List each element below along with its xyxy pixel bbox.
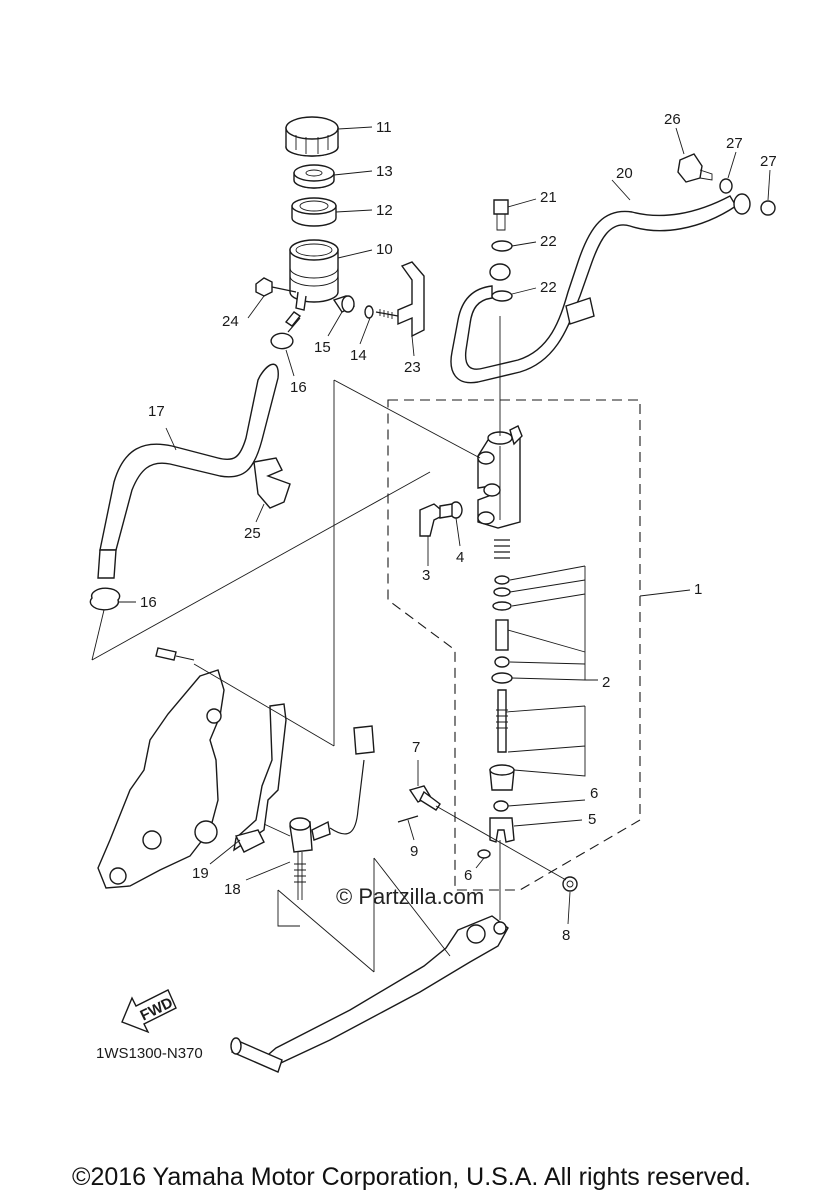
label-8: 8 [562, 927, 570, 944]
hose-holder [253, 457, 291, 509]
union-bolt [439, 501, 463, 519]
copyright-footer: ©2016 Yamaha Motor Corporation, U.S.A. A… [72, 1163, 751, 1191]
label-20: 20 [616, 165, 633, 182]
alignment-lines [91, 316, 567, 973]
label-16-lower: 16 [140, 594, 157, 611]
hose-clip-lower [89, 587, 121, 611]
label-10: 10 [376, 241, 393, 258]
reservoir-cap [285, 116, 339, 157]
forward-arrow-icon: FWD [121, 989, 177, 1034]
label-6-lower: 6 [464, 867, 472, 884]
label-4: 4 [456, 549, 464, 566]
union-bolt-26 [677, 153, 776, 216]
diaphragm-plate [293, 164, 335, 189]
master-cylinder-assembly-outline [387, 399, 641, 891]
label-9: 9 [410, 843, 418, 860]
switch-bracket [233, 703, 287, 853]
label-3: 3 [422, 567, 430, 584]
label-14: 14 [350, 347, 367, 364]
watermark: © Partzilla.com [336, 884, 484, 909]
label-18: 18 [224, 881, 241, 898]
label-2: 2 [602, 674, 610, 691]
label-22-lower: 22 [540, 279, 557, 296]
stop-switch [289, 725, 375, 900]
union-bolt-21 [489, 199, 513, 302]
bracket-bolt [364, 305, 399, 319]
reservoir-bolt [255, 277, 297, 297]
label-23: 23 [404, 359, 421, 376]
diagram-code: 1WS1300-N370 [96, 1045, 203, 1062]
label-17: 17 [148, 403, 165, 420]
footrest-bracket [97, 647, 225, 889]
label-19: 19 [192, 865, 209, 882]
reservoir-tank [284, 239, 339, 327]
label-13: 13 [376, 163, 393, 180]
brake-hose [450, 193, 751, 384]
label-26: 26 [664, 111, 681, 128]
label-22-upper: 22 [540, 233, 557, 250]
label-7: 7 [412, 739, 420, 756]
pin-and-cotter [397, 785, 441, 823]
label-16-upper: 16 [290, 379, 307, 396]
label-1: 1 [694, 581, 702, 598]
label-5: 5 [588, 811, 596, 828]
label-15: 15 [314, 339, 331, 356]
reservoir-hose [97, 363, 279, 579]
leader-lines [118, 126, 771, 925]
label-11: 11 [376, 119, 392, 136]
nut-and-clevis [477, 800, 578, 892]
hose-clip-upper [270, 317, 301, 350]
label-21: 21 [540, 189, 557, 206]
label-24: 24 [222, 313, 239, 330]
brake-pedal [230, 915, 509, 1073]
label-6-right: 6 [590, 785, 598, 802]
label-27-left: 27 [726, 135, 743, 152]
reservoir-bracket [397, 261, 425, 338]
master-cylinder-body [477, 425, 523, 529]
collar [332, 295, 356, 313]
label-12: 12 [376, 202, 393, 219]
label-27-right: 27 [760, 153, 777, 170]
cylinder-kit [489, 539, 515, 791]
diaphragm [291, 197, 337, 227]
label-25: 25 [244, 525, 261, 542]
part-number-labels: 11 13 12 10 24 15 14 23 16 17 25 16 3 4 … [140, 111, 777, 944]
